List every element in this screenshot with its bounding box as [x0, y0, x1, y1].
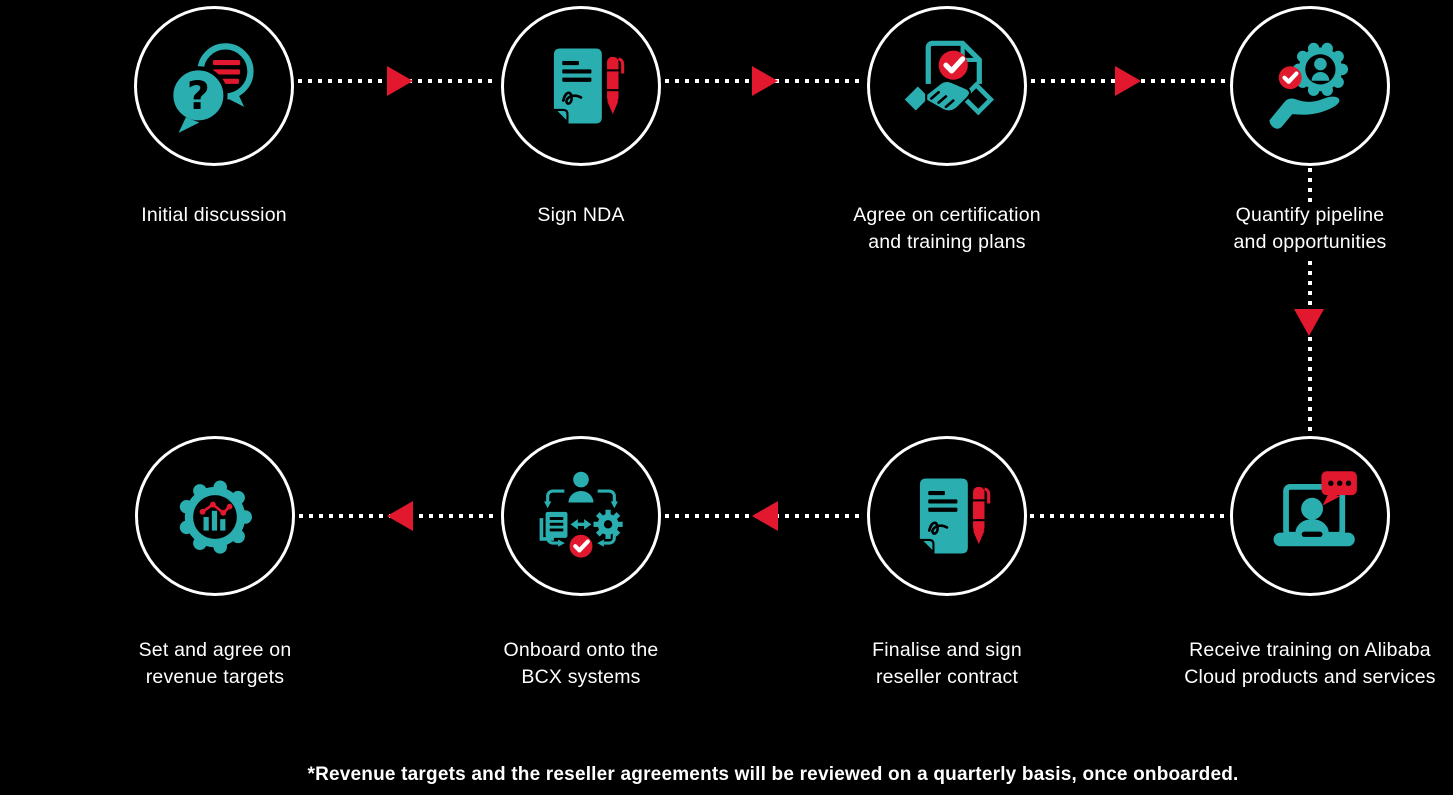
flow-arrow-right-1-2 [387, 66, 413, 96]
step-circle-initial-discussion: ? [134, 6, 294, 166]
step-label-contract: Finalise and sign reseller contract [872, 639, 1022, 688]
step-label-onboard: Onboard onto the BCX systems [503, 639, 659, 688]
badge-in-hand-icon [1269, 42, 1349, 129]
step-circle-pipeline [1230, 6, 1390, 166]
step-circle-sign-nda [501, 6, 661, 166]
step-circle-training [1230, 436, 1390, 596]
flow-arrow-right-2-3 [752, 66, 778, 96]
svg-text:?: ? [187, 73, 210, 119]
flow-arrow-right-3-4 [1115, 66, 1141, 96]
connector-4-5-middle [1308, 261, 1312, 309]
step-label-pipeline: Quantify pipeline and opportunities [1233, 204, 1387, 253]
step-circle-revenue [135, 436, 295, 596]
step-label-revenue: Set and agree on revenue targets [138, 639, 292, 688]
step-circle-contract [867, 436, 1027, 596]
certificate-handshake-icon [901, 40, 995, 116]
step-circle-certification [867, 6, 1027, 166]
footnote-text: *Revenue targets and the reseller agreem… [307, 764, 1239, 785]
workflow-person-icon [539, 471, 623, 558]
step-label-initial-discussion: Initial discussion [141, 204, 287, 226]
gear-chart-icon [179, 480, 252, 554]
connector-4-5-lower [1308, 337, 1312, 435]
step-circle-onboard [501, 436, 661, 596]
flow-arrow-left-7-8 [387, 501, 413, 531]
flow-arrow-down-4-5 [1294, 309, 1324, 336]
step-label-training: Receive training on Alibaba Cloud produc… [1184, 639, 1436, 688]
step-label-certification: Agree on certification and training plan… [853, 204, 1041, 253]
document-pen-icon [918, 478, 991, 555]
connector-5-6 [1030, 514, 1228, 518]
document-pen-icon [552, 48, 625, 125]
laptop-webinar-icon [1273, 471, 1357, 547]
connector-4-5-upper [1308, 168, 1312, 202]
chat-question-icon: ? [169, 43, 254, 133]
flow-arrow-left-6-7 [752, 501, 778, 531]
step-label-sign-nda: Sign NDA [537, 204, 625, 226]
